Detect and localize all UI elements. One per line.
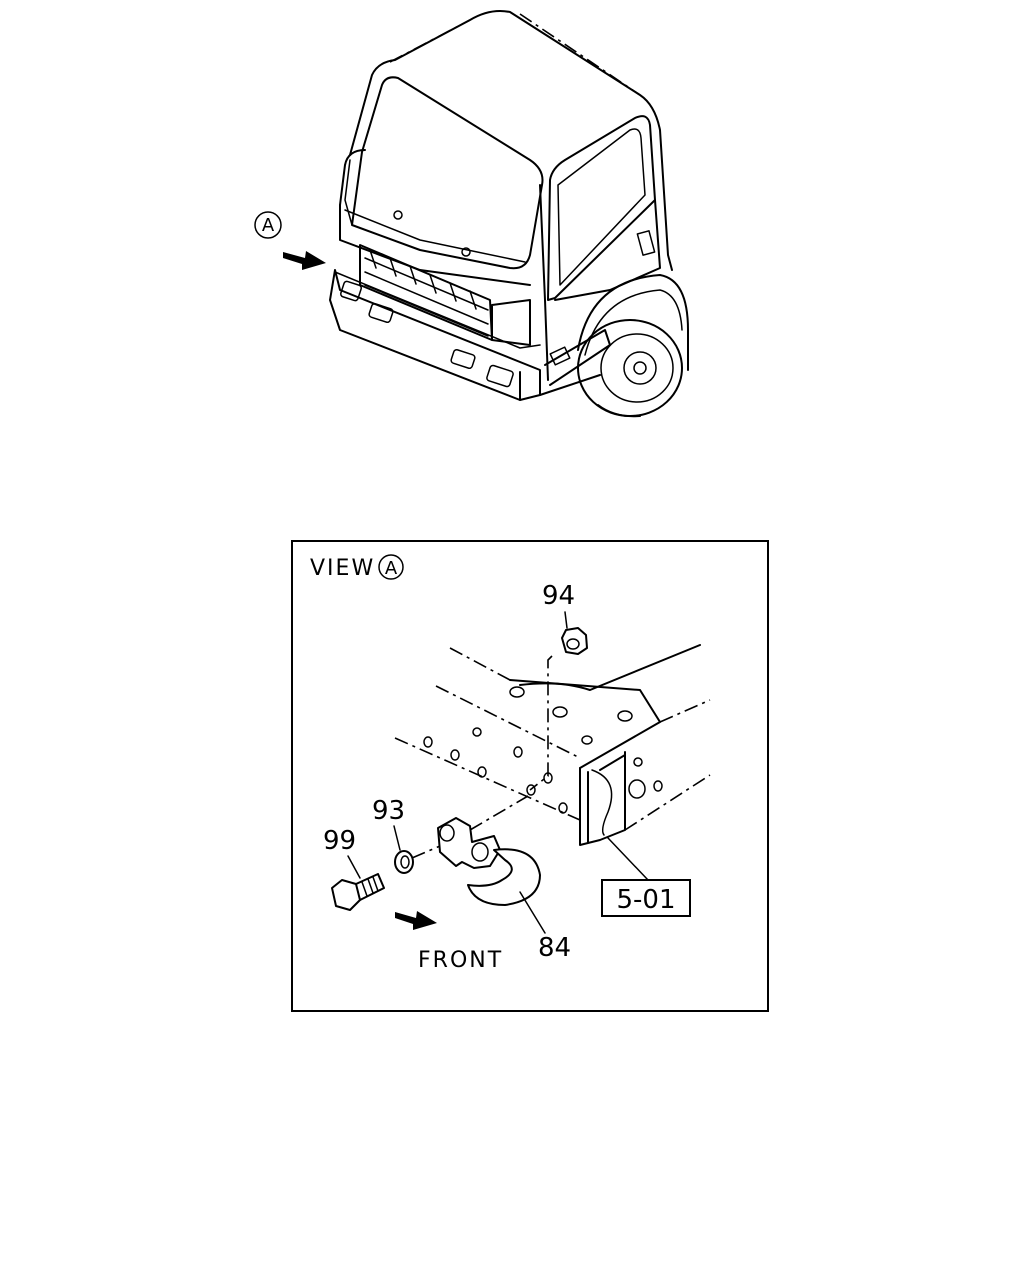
bolt-99: [331, 855, 385, 911]
part-number-99: 99: [323, 826, 356, 856]
front-direction-arrow: [395, 911, 437, 930]
part-number-84: 84: [538, 933, 571, 963]
part-number-94: 94: [542, 581, 575, 611]
truck-cab-illustration: [329, 10, 689, 418]
reference-label: 5-01: [616, 885, 675, 915]
view-label: VIEW: [310, 556, 375, 581]
view-marker-letter-detail: A: [385, 558, 398, 579]
detail-view-frame: [291, 540, 769, 1012]
front-label: FRONT: [418, 948, 503, 973]
view-marker-a: A: [254, 211, 282, 239]
part-number-93: 93: [372, 796, 405, 826]
view-direction-arrow: [283, 251, 326, 270]
nut-94: [529, 611, 588, 791]
view-marker-letter: A: [262, 215, 275, 236]
reference-box-5-01: 5-01: [601, 837, 691, 917]
detail-view-title: VIEW A: [310, 554, 404, 581]
chassis-frame-rail: [394, 644, 711, 846]
tow-hook-84: [437, 795, 546, 934]
washer-93: [393, 825, 441, 874]
